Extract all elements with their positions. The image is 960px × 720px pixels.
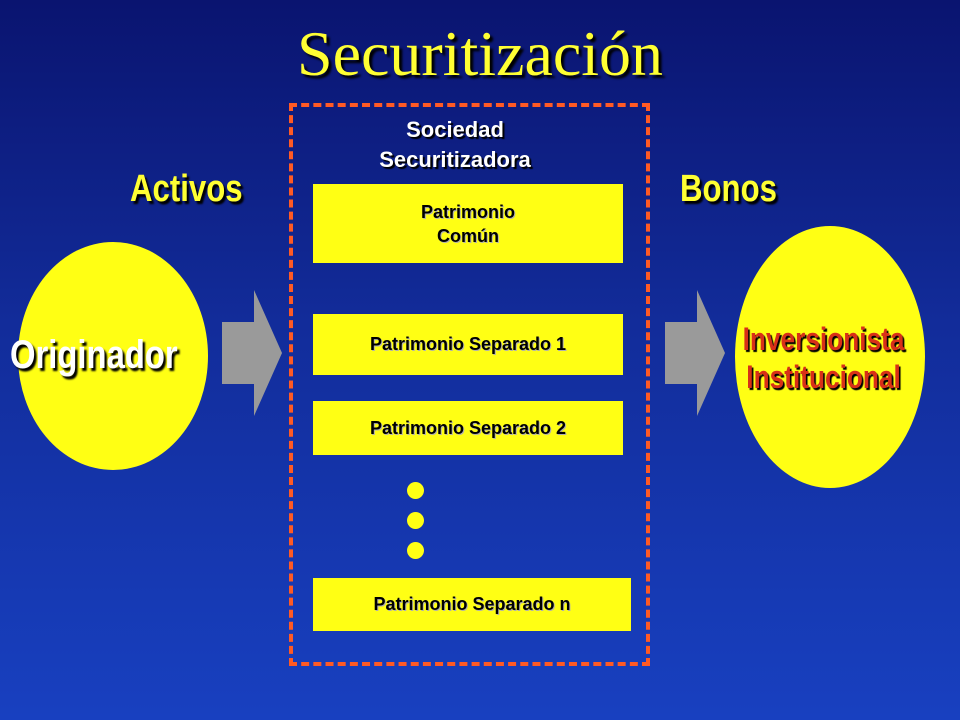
common-equity-box: Patrimonio Común	[313, 184, 623, 263]
investor-ellipse	[735, 226, 925, 488]
separate-equity-2-label: Patrimonio Separado 2	[369, 417, 567, 438]
originator-ellipse	[18, 242, 208, 470]
company-label: Sociedad Securitizadora	[330, 115, 580, 175]
investor-label-line1: Inversionista	[742, 321, 905, 357]
common-equity-line2: Común	[436, 225, 499, 246]
ellipsis-dot	[407, 482, 424, 499]
bonds-label: Bonos	[680, 168, 777, 210]
bonds-flow-arrow-icon	[665, 290, 725, 416]
separate-equity-1-label: Patrimonio Separado 1	[369, 334, 567, 354]
assets-label: Activos	[130, 168, 243, 210]
separate-equity-n-box: Patrimonio Separado n	[313, 578, 631, 631]
common-equity-line1: Patrimonio	[420, 201, 515, 222]
separate-equity-n-label: Patrimonio Separado n	[373, 594, 571, 614]
ellipsis-dot	[407, 542, 424, 559]
company-label-line1: Sociedad	[406, 117, 504, 142]
investor-label: Inversionista Institucional	[735, 320, 912, 396]
slide-title: Securitización	[296, 18, 664, 89]
securitization-company-boundary	[289, 103, 650, 666]
originator-label: Originador	[10, 333, 178, 377]
separate-equity-1-box: Patrimonio Separado 1	[313, 314, 623, 375]
assets-flow-arrow-icon	[222, 290, 282, 416]
ellipsis-dot	[407, 512, 424, 529]
separate-equity-2-box: Patrimonio Separado 2	[313, 401, 623, 455]
company-label-line2: Securitizadora	[379, 147, 531, 172]
investor-label-line2: Institucional	[746, 359, 901, 395]
